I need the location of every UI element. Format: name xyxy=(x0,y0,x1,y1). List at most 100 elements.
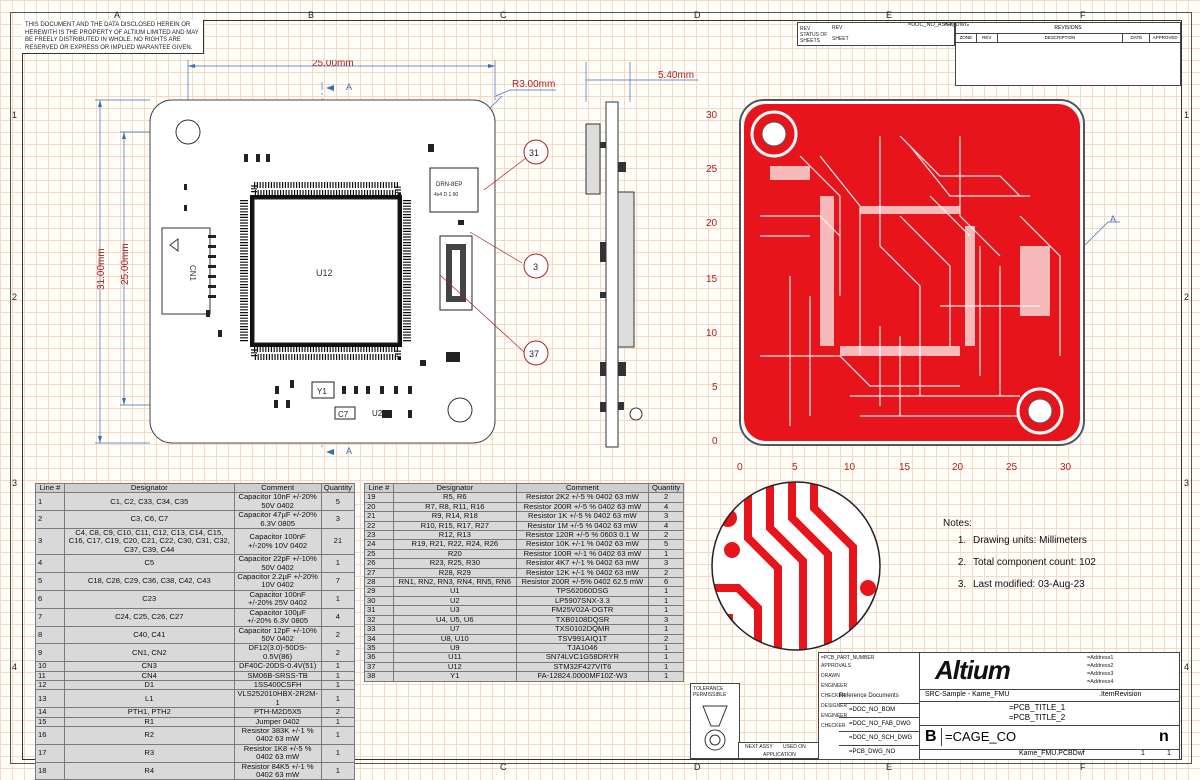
copyright-notice: THIS DOCUMENT AND THE DATA DISCLOSED HER… xyxy=(22,20,204,54)
zone-col-f-bottom: F xyxy=(1080,762,1086,772)
bom-comment: TPS62060DSG xyxy=(515,586,650,597)
bom-line-number: 8 xyxy=(35,625,65,645)
bom-quantity: 4 xyxy=(320,607,356,627)
bom-designator: C3, C6, C7 xyxy=(64,510,235,530)
bom-doc-number: =DOC_NO_BOM xyxy=(839,703,919,717)
bom-line-number: 14 xyxy=(35,707,65,718)
bom-line-number: 26 xyxy=(364,558,394,569)
zone-row-3-right: 3 xyxy=(1184,478,1190,488)
rev-status-rev: REV xyxy=(832,25,843,31)
c7-label: C7 xyxy=(338,410,349,419)
bom-quantity: 1 xyxy=(320,554,356,574)
bom-quantity: 3 xyxy=(648,558,684,569)
bom-quantity: 3 xyxy=(320,510,356,530)
bom-line-number: 4 xyxy=(35,554,65,574)
dfn-chip-text: DRN-8EP xyxy=(436,182,462,188)
address-4: =Address4 xyxy=(1087,679,1114,685)
bom-comment: Resistor 2K2 +/-5 % 0402 63 mW xyxy=(515,492,650,503)
bom-line-number: 5 xyxy=(35,572,65,591)
bom-quantity: 1 xyxy=(320,743,356,763)
rev-col-description: DESCRIPTION xyxy=(998,34,1124,42)
callout-3: 3 xyxy=(533,262,538,272)
callout-37: 37 xyxy=(529,349,539,359)
bom-designator: C5 xyxy=(64,554,235,574)
bom-line-number: 10 xyxy=(35,661,65,672)
sheet-outer-frame xyxy=(10,12,1192,764)
file-name: Kame_FMU.PCBDwf xyxy=(1019,750,1085,757)
thickness-dimension: 5.40mm xyxy=(658,70,694,81)
bom-designator: R23, R25, R30 xyxy=(393,558,517,569)
bom-comment: Capacitor 100nF +/-20% 10V 0402 xyxy=(233,528,322,556)
bom-line-number: 31 xyxy=(364,605,394,616)
zone-row-4-right: 4 xyxy=(1184,662,1190,672)
bom-line-number: 17 xyxy=(35,743,65,763)
bom-comment: Resistor 1K +/-5 % 0402 63 mW xyxy=(515,511,650,522)
bom-header-line: Line # xyxy=(364,482,394,494)
bom-designator: C23 xyxy=(64,589,235,609)
zone-col-e-bottom: E xyxy=(886,762,893,772)
bom-quantity: 1 xyxy=(320,716,356,727)
bom-quantity: 1 xyxy=(320,761,356,780)
top-doc-number: =DOC_NO_ASSY_DWG xyxy=(908,22,969,28)
bom-comment: DF40C-20DS-0.4V(51) xyxy=(233,661,322,672)
bom-comment: Capacitor 22pF +/-10% 50V 0402 xyxy=(233,554,322,574)
used-on-label: USED ON xyxy=(783,744,806,750)
bom-comment: Capacitor 100nF +/-20% 25V 0402 xyxy=(233,589,322,609)
bom-designator: C4, C8, C9, C10, C11, C12, C13, C14, C15… xyxy=(64,528,235,556)
bom-header-line: Line # xyxy=(35,482,65,494)
bom-quantity: 3 xyxy=(648,511,684,522)
bom-designator: U1 xyxy=(393,586,517,597)
callout-31: 31 xyxy=(529,148,539,158)
bom-designator: D1 xyxy=(64,679,235,691)
bom-quantity: 2 xyxy=(320,707,356,718)
bom-designator: U7 xyxy=(393,624,517,635)
bom-designator: L1 xyxy=(64,689,235,709)
bom-comment: Capacitor 47µF +/-20% 6.3V 0805 xyxy=(233,510,322,530)
bom-designator: C18, C28, C29, C36, C38, C42, C43 xyxy=(64,572,235,591)
approvals-label: APPROVALS xyxy=(821,663,851,669)
next-assy-label: NEXT ASSY xyxy=(745,744,773,750)
bom-comment: FM25V02A-DGTR xyxy=(515,605,650,616)
grid-x-5: 5 xyxy=(792,462,798,473)
bom-header-quantity: Quantity xyxy=(320,482,356,494)
bom-comment: Capacitor 2.2µF +/-20% 10V 0402 xyxy=(233,572,322,591)
bom-quantity: 2 xyxy=(648,492,684,503)
bom-comment: FA-12824.0000MF10Z-W3 xyxy=(515,671,650,682)
approval-engineer-2: ENGINEER xyxy=(821,713,848,719)
ref-docs-label: Reference Documents xyxy=(839,693,899,699)
notes-title: Notes: xyxy=(943,518,972,529)
bom-quantity: 1 xyxy=(320,725,356,745)
address-1: =Address1 xyxy=(1087,655,1114,661)
bom-comment: TXS0102DQMR xyxy=(515,624,650,635)
zone-col-c-bottom: C xyxy=(500,762,507,772)
sheet-of: 1 xyxy=(1167,750,1171,757)
bom-designator: U8, U10 xyxy=(393,633,517,644)
bom-line-number: 6 xyxy=(35,589,65,609)
note-item: Last modified: 03-Aug-23 xyxy=(969,579,1096,590)
rev-status-label: REV STATUS OF SHEETS xyxy=(800,26,828,44)
grid-y-30: 30 xyxy=(706,110,718,121)
sheet-size: B xyxy=(925,728,942,746)
bom-line-number: 33 xyxy=(364,624,394,635)
grid-y-15: 15 xyxy=(706,274,718,285)
grid-x-0: 0 xyxy=(737,462,743,473)
grid-x-15: 15 xyxy=(899,462,911,473)
u2-label: U2 xyxy=(372,409,383,418)
note-item: Total component count: 102 xyxy=(969,557,1096,568)
drawing-rev: n xyxy=(1159,728,1169,745)
